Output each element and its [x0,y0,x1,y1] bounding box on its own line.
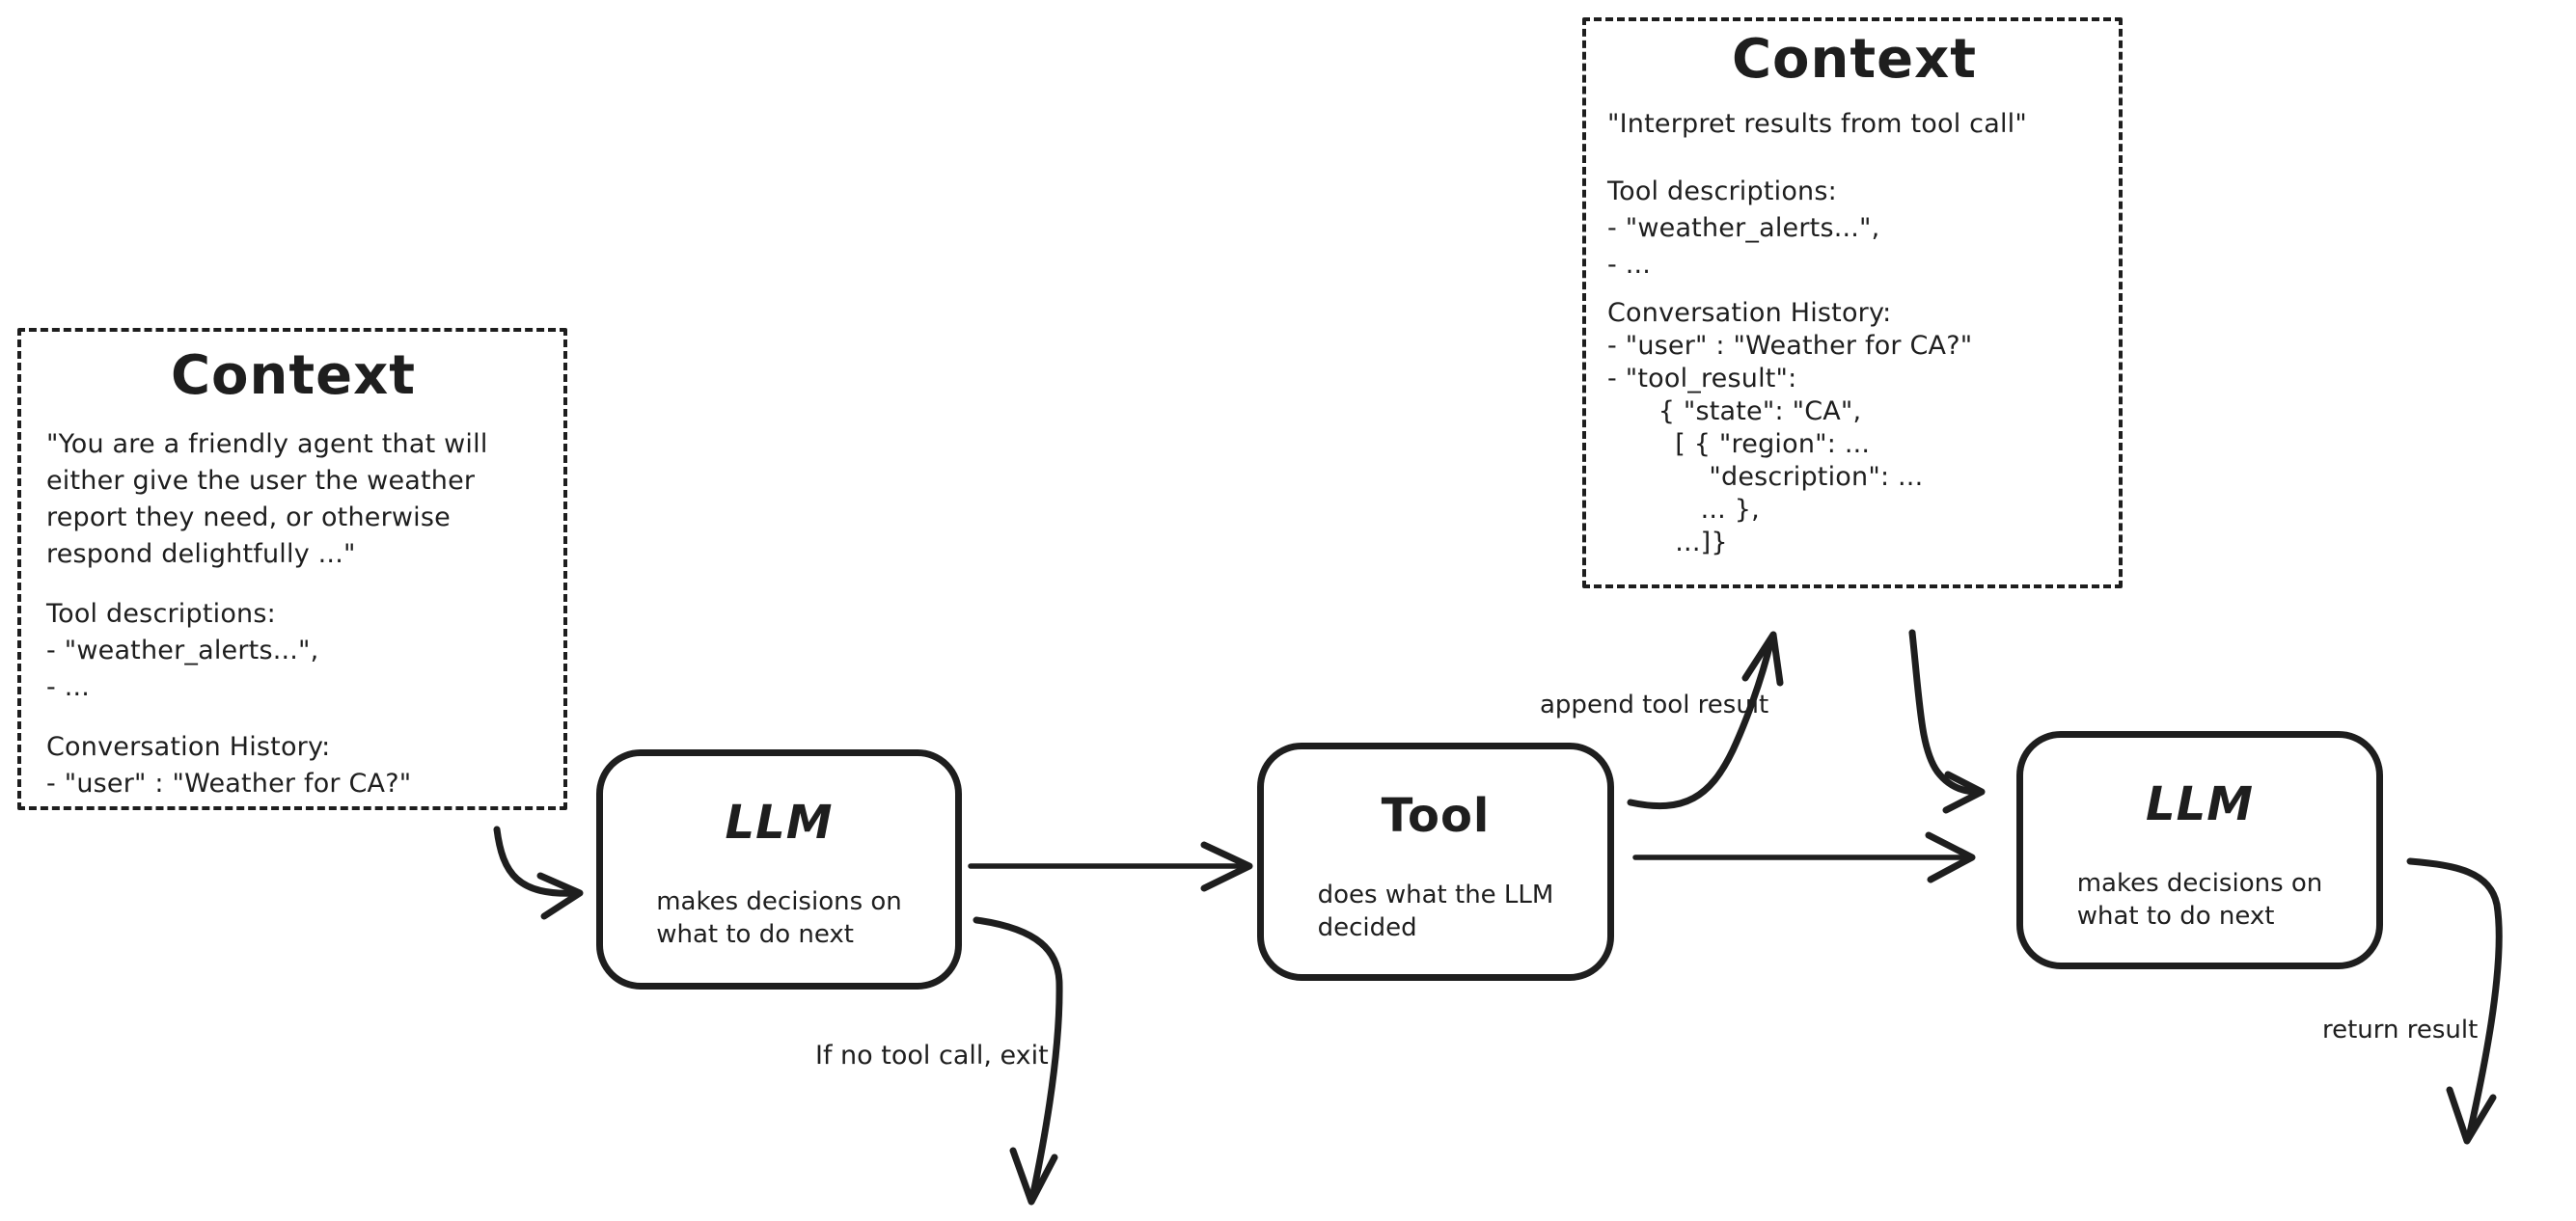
arrow-tool-to-context-top [1627,631,1784,809]
arrow-context-top-to-llm2 [1908,629,1986,814]
context-left-conversation-history: Conversation History: - "user" : "Weathe… [46,732,412,799]
node-llm-2: LLM makes decisions on what to do next [2016,731,2383,969]
context-top-tool-descriptions: Tool descriptions: - "weather_alerts..."… [1607,176,1880,280]
llm-1-title: LLM [725,796,834,850]
context-left-system-prompt: "You are a friendly agent that will eith… [46,429,488,569]
node-tool: Tool does what the LLM decided [1257,743,1614,981]
context-box-left: Context "You are a friendly agent that w… [17,328,567,810]
tool-title: Tool [1381,789,1491,843]
context-left-tool-descriptions: Tool descriptions: - "weather_alerts..."… [46,599,319,702]
label-append-tool-result: append tool result [1540,691,1769,719]
llm-2-description: makes decisions on what to do next [2076,869,2323,931]
node-llm-1: LLM makes decisions on what to do next [596,749,962,990]
context-top-instruction: "Interpret results from tool call" [1607,109,2027,139]
context-top-title: Context [1731,28,1978,91]
llm-2-title: LLM [2146,777,2254,831]
label-return-result: return result [2322,1016,2479,1045]
label-if-no-tool-call-exit: If no tool call, exit [815,1041,1049,1071]
context-box-top: Context "Interpret results from tool cal… [1582,17,2123,588]
arrow-context-left-to-llm1 [493,826,584,920]
llm-1-description: makes decisions on what to do next [656,887,902,949]
arrow-llm2-return-result [2406,857,2503,1145]
context-top-conversation-history: Conversation History: - "user" : "Weathe… [1607,298,1973,557]
arrow-tool-to-llm2 [1632,831,1976,883]
arrow-llm1-to-tool [968,841,1253,892]
tool-description: does what the LLM decided [1317,881,1554,942]
context-left-title: Context [170,344,417,407]
